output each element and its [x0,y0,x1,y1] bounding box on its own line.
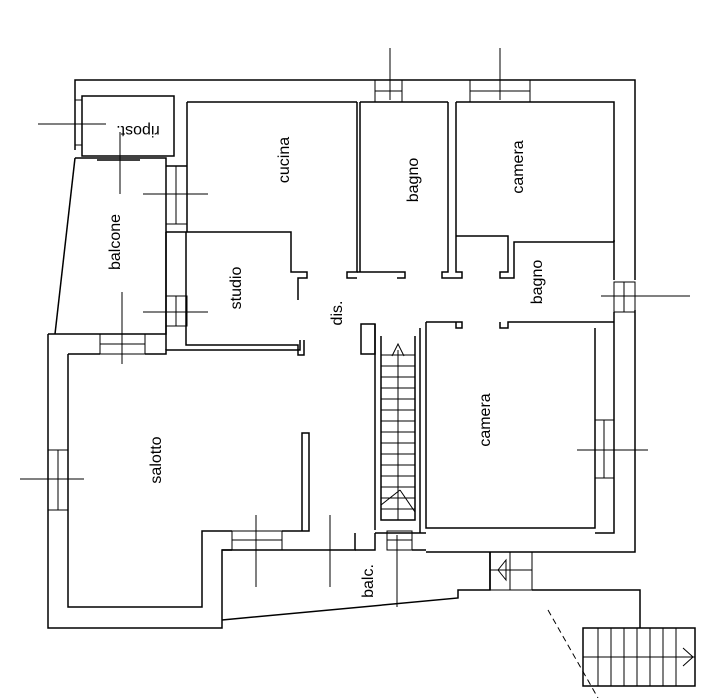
label-balcone: balcone [107,214,124,270]
section-markers [20,48,690,607]
ripostiglio-walls [75,95,175,157]
label-bagno-right: bagno [529,260,546,305]
salotto-walls [47,334,310,629]
label-dis: dis. [329,301,346,326]
windows [47,79,636,551]
label-salotto: salotto [148,436,165,483]
staircase [360,323,416,530]
label-ripost: ripost. [116,122,160,139]
camera-right-walls [419,322,596,533]
label-studio: studio [228,267,245,310]
camera-bagno-walls [426,235,615,329]
lower-balcony [221,533,641,628]
label-bagno-top: bagno [405,158,422,203]
cucina-bagno-walls [346,102,463,279]
label-camera-right: camera [477,393,494,446]
room-labels: ripost. cucina bagno camera balcone stud… [107,122,546,598]
external-stairs [547,609,696,698]
label-cucina: cucina [276,137,293,183]
label-balc: balc. [360,564,377,598]
label-camera-top: camera [510,140,527,193]
